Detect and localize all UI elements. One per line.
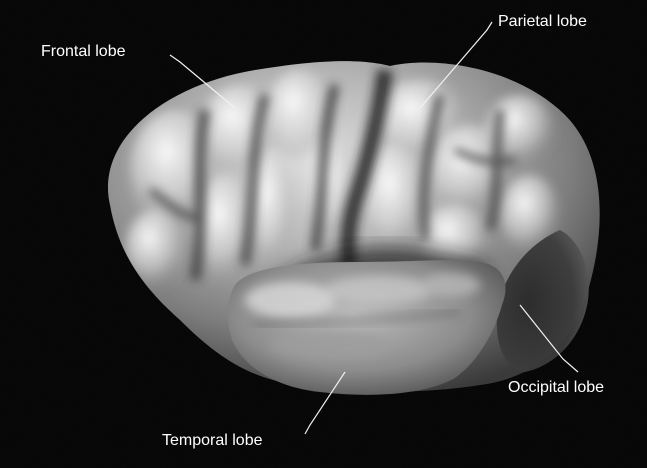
temporal-lobe-label: Temporal lobe — [162, 432, 263, 449]
frontal-lobe-label: Frontal lobe — [41, 43, 126, 60]
parietal-lobe-label: Parietal lobe — [498, 13, 587, 30]
occipital-lobe-label: Occipital lobe — [508, 379, 604, 396]
